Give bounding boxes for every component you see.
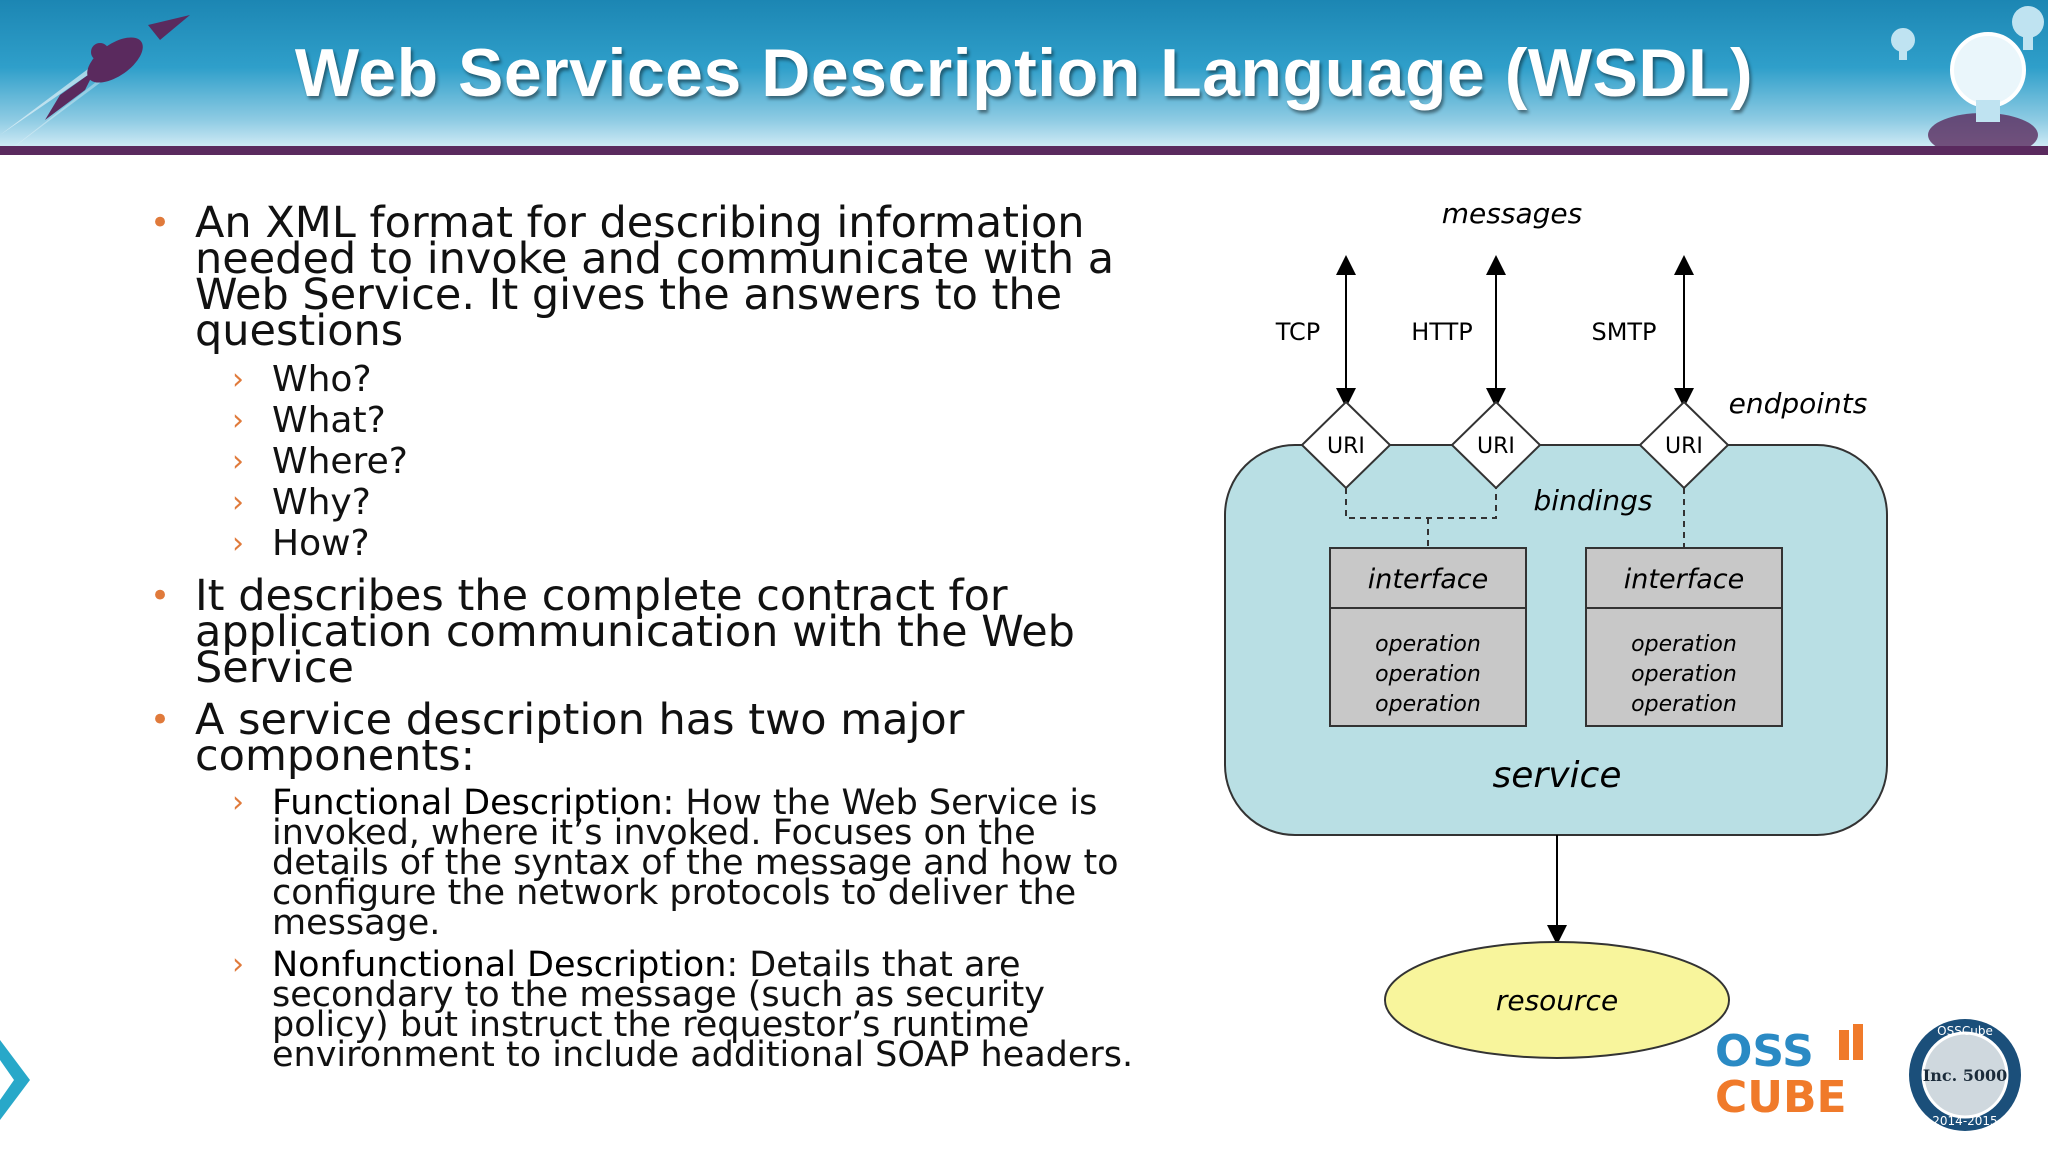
list-item: ›Who?: [232, 359, 372, 400]
bullet-line: application communication with the Web: [195, 607, 1075, 657]
logo-mark-icon: [1839, 1030, 1849, 1060]
interface-title: interface: [1368, 564, 1488, 595]
bullet-line: questions: [195, 306, 404, 356]
bindings-label: bindings: [1534, 484, 1653, 517]
osscube-logo: OSS CUBE: [1715, 1024, 1863, 1120]
uri-label: URI: [1477, 434, 1515, 459]
badge-top-text: OSSCube: [1937, 1024, 1993, 1038]
lightbulb-icon: [1891, 6, 2044, 150]
service-label: service: [1493, 755, 1622, 796]
chevron-right-icon: ›: [232, 485, 244, 520]
resource-ellipse: [1384, 941, 1730, 1059]
tcp-label: TCP: [1275, 318, 1320, 346]
uri-label: URI: [1327, 434, 1365, 459]
endpoints-label: endpoints: [1729, 387, 1868, 420]
list-item: ›Why?: [232, 482, 371, 523]
functional-description: › Functional Description: How the Web Se…: [232, 783, 1119, 943]
wsdl-diagram: messages TCP HTTP SMTP endpoints URI URI…: [1200, 180, 1920, 1080]
nonfunctional-description: › Nonfunctional Description: Details tha…: [232, 945, 1134, 1075]
binding-connector-1: [1345, 488, 1497, 548]
list-item: ›Where?: [232, 441, 408, 482]
slide-header: Web Services Description Language (WSDL): [0, 0, 2048, 150]
resource-label: resource: [1496, 984, 1618, 1017]
interface-box-1: [1329, 547, 1527, 727]
http-label: HTTP: [1411, 318, 1472, 346]
chevron-right-icon: ›: [232, 362, 244, 397]
list-item: ›What?: [232, 400, 386, 441]
chevron-right-icon: [0, 1040, 30, 1120]
functional-term: Functional Description: [272, 783, 663, 823]
nonfunctional-term: Nonfunctional Description: [272, 945, 727, 985]
logo-text-top: OSS: [1715, 1026, 1814, 1077]
list-item: ›How?: [232, 523, 370, 564]
bullet-dot-icon: •: [150, 203, 171, 243]
badge-years-text: 2014-2015: [1932, 1114, 1997, 1128]
bullet-1: • An XML format for describing informati…: [150, 198, 1200, 356]
bullet-line: An XML format for describing information: [195, 198, 1085, 248]
header-divider: [0, 146, 2048, 155]
bullet-list: • An XML format for describing informati…: [150, 198, 1200, 1082]
bullet-line: components:: [195, 731, 476, 781]
operation-label: operation: [1631, 632, 1737, 657]
messages-label: messages: [1442, 197, 1582, 230]
bullet-dot-icon: •: [150, 576, 171, 616]
bullet-line: Web Service. It gives the answers to the: [195, 270, 1063, 320]
rocket-illustration-icon: [0, 15, 190, 150]
badge-mid-text: Inc. 5000: [1923, 1066, 2008, 1085]
operation-label: operation: [1375, 632, 1481, 657]
operation-label: operation: [1631, 662, 1737, 687]
interface-title: interface: [1624, 564, 1744, 595]
bullet-line: A service description has two major: [195, 695, 965, 745]
inc5000-badge: OSSCube Inc. 5000 2014-2015: [1909, 1019, 2021, 1131]
chevron-right-icon: ›: [232, 403, 244, 438]
uri-label: URI: [1665, 434, 1703, 459]
bullet-3: • A service description has two major co…: [150, 695, 1200, 781]
chevron-right-icon: ›: [232, 444, 244, 479]
smtp-label: SMTP: [1591, 318, 1656, 346]
operation-label: operation: [1375, 692, 1481, 717]
bullet-2: • It describes the complete contract for…: [150, 571, 1200, 693]
bullet-line: It describes the complete contract for: [195, 571, 1008, 621]
chevron-right-icon: ›: [232, 947, 244, 982]
bullet-line: needed to invoke and communicate with a: [195, 234, 1115, 284]
interface-box-2: [1585, 547, 1783, 727]
operation-label: operation: [1375, 662, 1481, 687]
wsdl-diagram-svg: messages TCP HTTP SMTP endpoints URI URI…: [1224, 197, 1888, 1059]
bullet-line: Service: [195, 643, 354, 693]
question-list: ›Who? ›What? ›Where? ›Why? ›How?: [150, 359, 1200, 564]
bullet-dot-icon: •: [150, 700, 171, 740]
operation-label: operation: [1631, 692, 1737, 717]
slide-title: Web Services Description Language (WSDL): [294, 35, 1754, 111]
chevron-right-icon: ›: [232, 785, 244, 820]
logo-text-bottom: CUBE: [1715, 1072, 1847, 1120]
chevron-right-icon: ›: [232, 526, 244, 561]
